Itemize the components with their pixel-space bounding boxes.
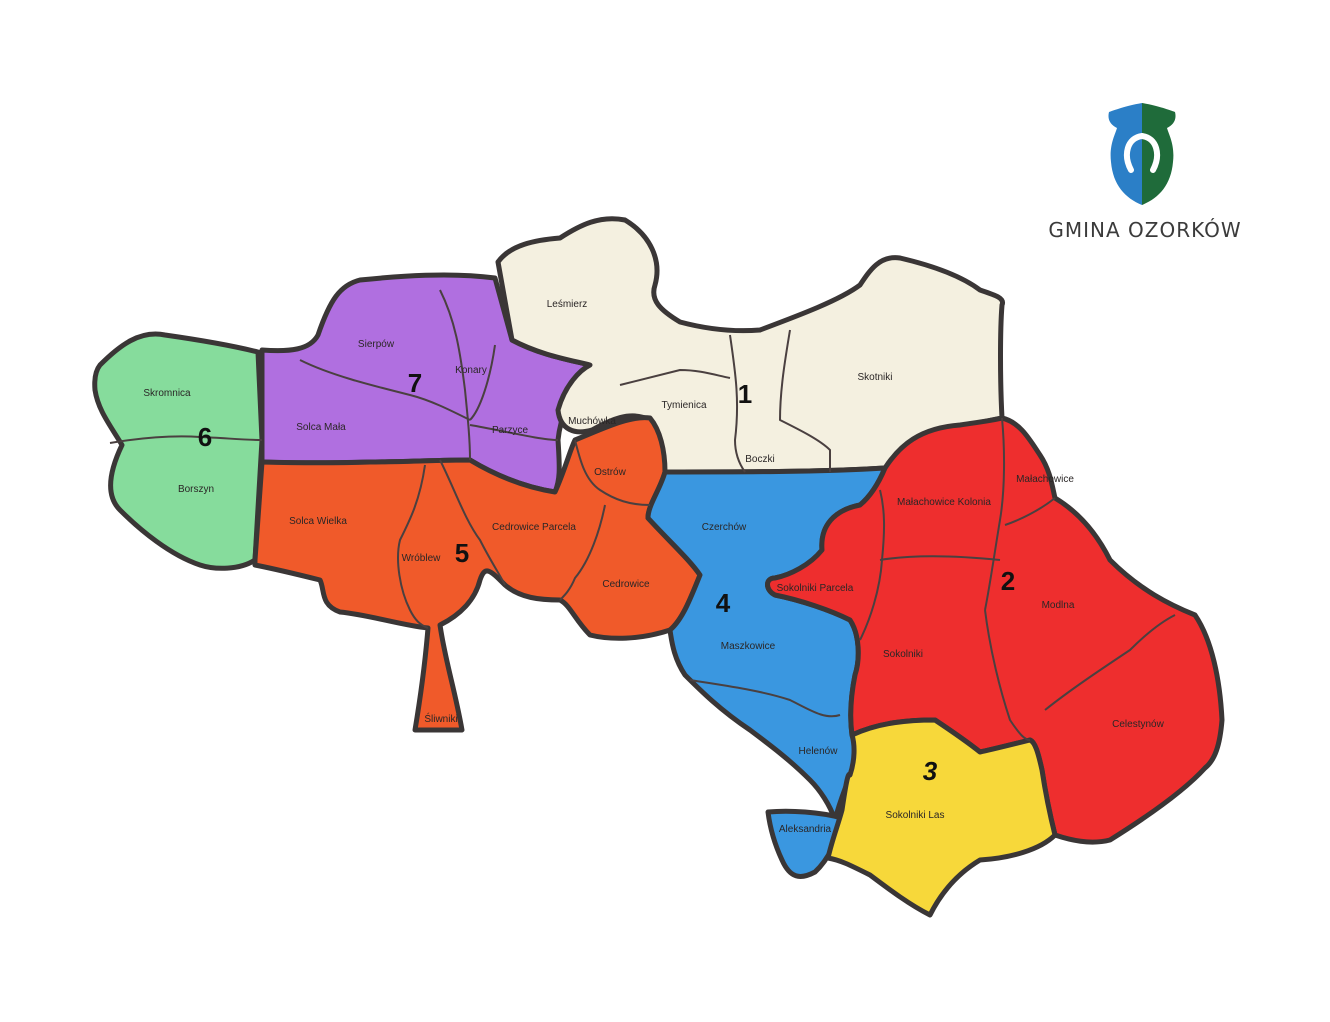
village-label: Konary <box>455 365 487 376</box>
village-label: Leśmierz <box>547 299 588 310</box>
village-boundaries <box>109 289 1176 741</box>
village-label: Śliwniki <box>424 712 457 725</box>
village-label: Borszyn <box>178 484 214 495</box>
coat-of-arms-logo <box>1108 103 1176 205</box>
district-5 <box>252 415 703 733</box>
village-label: Małachowice Kolonia <box>897 497 991 508</box>
village-label: Boczki <box>745 454 774 465</box>
village-label: Czerchów <box>702 522 747 533</box>
village-label: Ostrów <box>594 467 626 478</box>
district-number-labels: 1 2 3 4 5 6 7 <box>198 368 1015 786</box>
village-label: Sokolniki Parcela <box>777 583 854 594</box>
village-label: Muchówka <box>568 416 616 427</box>
district-number-7: 7 <box>408 368 422 398</box>
district-number-2: 2 <box>1001 566 1015 596</box>
village-label: Parzyce <box>492 425 529 436</box>
horseshoe-icon <box>1124 132 1160 173</box>
village-label: Cedrowice <box>602 579 650 590</box>
village-label: Sierpów <box>358 339 395 350</box>
village-label: Solca Wielka <box>289 516 347 527</box>
district-number-1: 1 <box>738 379 752 409</box>
district-1 <box>495 216 1005 475</box>
village-label: Modlna <box>1042 600 1075 611</box>
village-labels: Leśmierz Muchówka Tymienica Boczki Skotn… <box>143 299 1164 835</box>
district-4-enclave <box>765 808 845 879</box>
commune-name: GMINA OZORKÓW <box>1048 218 1242 242</box>
village-label: Tymienica <box>661 400 706 411</box>
village-label: Skromnica <box>143 388 191 399</box>
district-number-3: 3 <box>923 756 938 786</box>
village-label: Solca Mała <box>296 422 346 433</box>
district-number-4: 4 <box>716 588 731 618</box>
village-label: Aleksandria <box>779 824 832 835</box>
district-3 <box>825 717 1058 918</box>
district-6 <box>92 331 265 571</box>
village-label: Wróblew <box>402 553 441 564</box>
village-label: Celestynów <box>1112 719 1164 730</box>
village-label: Maszkowice <box>721 641 776 652</box>
village-label: Małachowice <box>1016 474 1074 485</box>
district-number-5: 5 <box>455 538 469 568</box>
village-label: Helenów <box>799 746 839 757</box>
village-label: Sokolniki Las <box>886 810 945 821</box>
district-number-6: 6 <box>198 422 212 452</box>
village-label: Cedrowice Parcela <box>492 522 576 533</box>
village-label: Skotniki <box>857 372 892 383</box>
village-label: Sokolniki <box>883 649 923 660</box>
